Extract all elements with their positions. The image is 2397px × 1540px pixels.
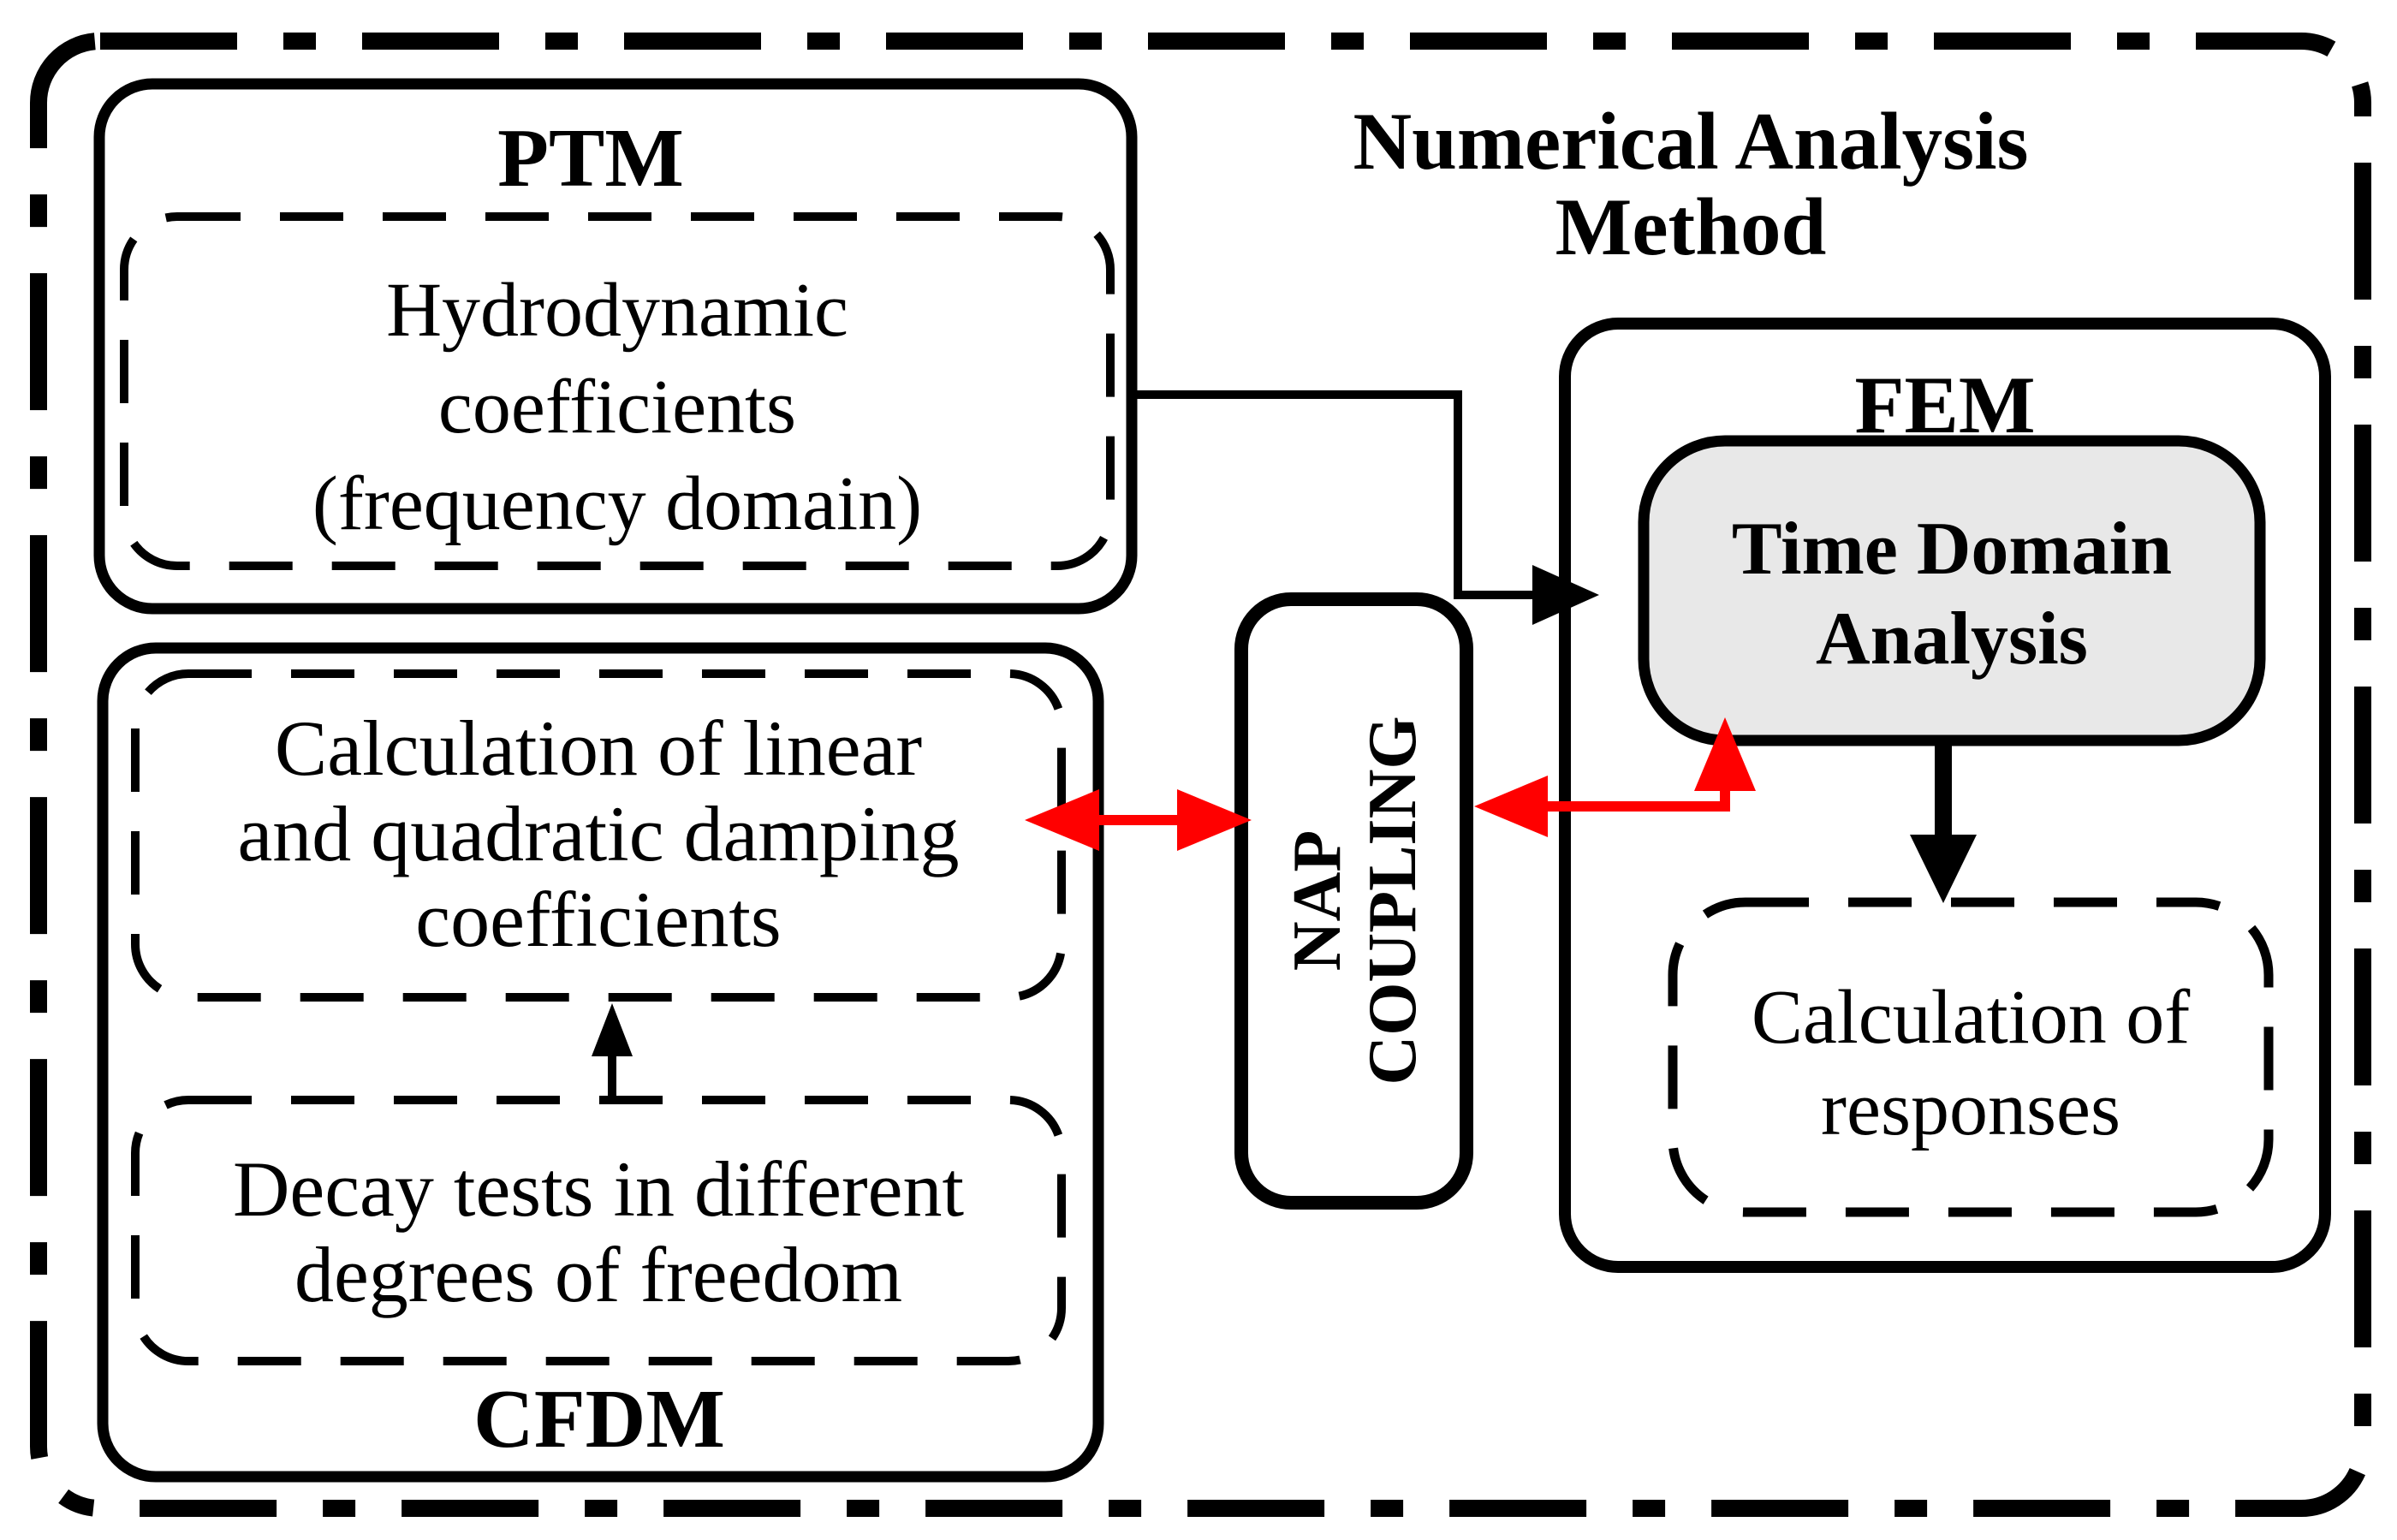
cfdm-box-border (97, 642, 1104, 1483)
responses-line-2: responses (1821, 1067, 2120, 1151)
time-domain-line-1: Time Domain (1732, 508, 2172, 591)
cfdm-box: Calculation of linear and quadratic damp… (97, 642, 1104, 1483)
tda-nap-arrowhead-left (1474, 776, 1548, 837)
time-domain-line-2: Analysis (1816, 598, 2088, 681)
nap-label-line-2: COUPLING (1355, 716, 1430, 1085)
outer-dashed-frame (30, 33, 2371, 1517)
nap-coupling-box-border (1234, 592, 1473, 1210)
hydrodynamic-coefficients-dashed-box (120, 212, 1115, 570)
ptm-box: PTM Hydrodynamic coefficients (frequency… (93, 78, 1138, 615)
hydrodynamic-line-2: coefficients (438, 365, 796, 449)
hydrodynamic-line-1: Hydrodynamic (386, 268, 848, 353)
fem-box-border (1559, 318, 2331, 1273)
fem-box: FEM Time Domain Analysis Calculation of … (1559, 318, 2331, 1273)
responses-line-1: Calculation of (1752, 975, 2190, 1060)
decay-tests-dashed-box (131, 1096, 1066, 1365)
damping-line-1: Calculation of linear (275, 705, 922, 792)
diagram-title-line-1: Numerical Analysis (1353, 96, 2028, 187)
calculation-of-responses-dashed-box (1668, 897, 2274, 1217)
damping-line-3: coefficients (415, 876, 781, 963)
ptm-box-border (93, 78, 1138, 615)
nap-label-line-1: NAP (1280, 830, 1355, 971)
nap-coupling-label: NAP COUPLING (1280, 716, 1430, 1085)
hydrodynamic-line-3: (frequency domain) (312, 461, 922, 546)
tda-nap-red-arrow (1474, 717, 1756, 837)
tda-nap-arrowhead-up (1694, 717, 1756, 791)
damping-coefficients-dashed-box (131, 669, 1066, 1002)
fem-box-title: FEM (1854, 360, 2035, 450)
nap-coupling-box: NAP COUPLING (1234, 592, 1473, 1210)
damping-line-2: and quadratic damping (237, 790, 959, 877)
decay-line-2: degrees of freedom (294, 1231, 902, 1318)
cfdm-box-title: CFDM (473, 1373, 725, 1466)
tda-to-responses-arrow (1910, 740, 1977, 903)
diagram-title-line-2: Method (1555, 181, 1827, 272)
cfdm-nap-double-arrow (1025, 789, 1252, 851)
ptm-to-tda-connector-line (1137, 390, 1537, 599)
cfdm-nap-arrowhead-right (1177, 789, 1252, 851)
diagram-title: Numerical Analysis Method (1353, 96, 2028, 272)
tda-to-responses-arrowhead (1910, 835, 1977, 903)
cfdm-nap-arrowhead-left (1025, 789, 1099, 851)
time-domain-analysis-box (1638, 435, 2266, 746)
decay-to-damping-arrowhead (592, 1003, 633, 1056)
ptm-box-title: PTM (497, 112, 684, 205)
ptm-to-tda-arrowhead (1532, 565, 1599, 625)
decay-line-1: Decay tests in different (233, 1145, 965, 1233)
decay-to-damping-arrow (592, 1003, 633, 1103)
ptm-to-tda-connector (1137, 390, 1599, 625)
